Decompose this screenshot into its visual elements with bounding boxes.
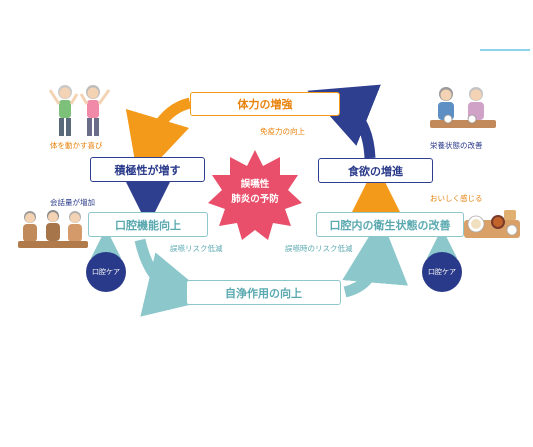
box-appetite: 食欲の増進 [318, 158, 433, 183]
arrow-self-cleaning-to-oral-hygiene [342, 217, 409, 298]
eating-couple-illustration [430, 87, 496, 128]
box-self-cleaning: 自浄作用の向上 [186, 280, 341, 305]
box-stamina: 体力の増強 [190, 92, 340, 116]
arrow-stamina-to-positivity [125, 97, 192, 182]
chatting-group-illustration [18, 210, 88, 248]
center-line-1: 誤嚥性 [240, 179, 270, 190]
label-move-joy: 体を動かす喜び [50, 141, 103, 150]
box-oral-function: 口腔機能向上 [88, 212, 208, 237]
center-burst [208, 150, 302, 240]
label-immunity: 免疫力の向上 [260, 127, 305, 136]
center-line-2: 肺炎の予防 [231, 194, 279, 205]
oral-care-badge-right: 口腔ケア [422, 252, 462, 292]
box-positivity: 積極性が増す [90, 157, 205, 182]
label-nutrition: 栄養状態の改善 [430, 141, 483, 150]
oral-care-badge-left: 口腔ケア [86, 252, 126, 292]
label-tasty: おいしく感じる [430, 194, 483, 203]
label-aspiration-risk-right: 誤嚥時のリスク低減 [285, 244, 353, 253]
center-text: 誤嚥性 肺炎の予防 [218, 177, 292, 207]
meal-tray-illustration [464, 210, 520, 238]
box-oral-hygiene: 口腔内の衛生状態の改善 [316, 212, 464, 237]
label-conversation: 会話量が増加 [50, 198, 95, 207]
arrow-oral-function-to-self-cleaning [134, 238, 213, 317]
arrow-appetite-to-stamina [307, 84, 381, 159]
exercising-couple-illustration [48, 85, 111, 136]
top-right-divider [480, 49, 530, 51]
label-aspiration-risk-left: 誤嚥リスク低減 [170, 244, 223, 253]
